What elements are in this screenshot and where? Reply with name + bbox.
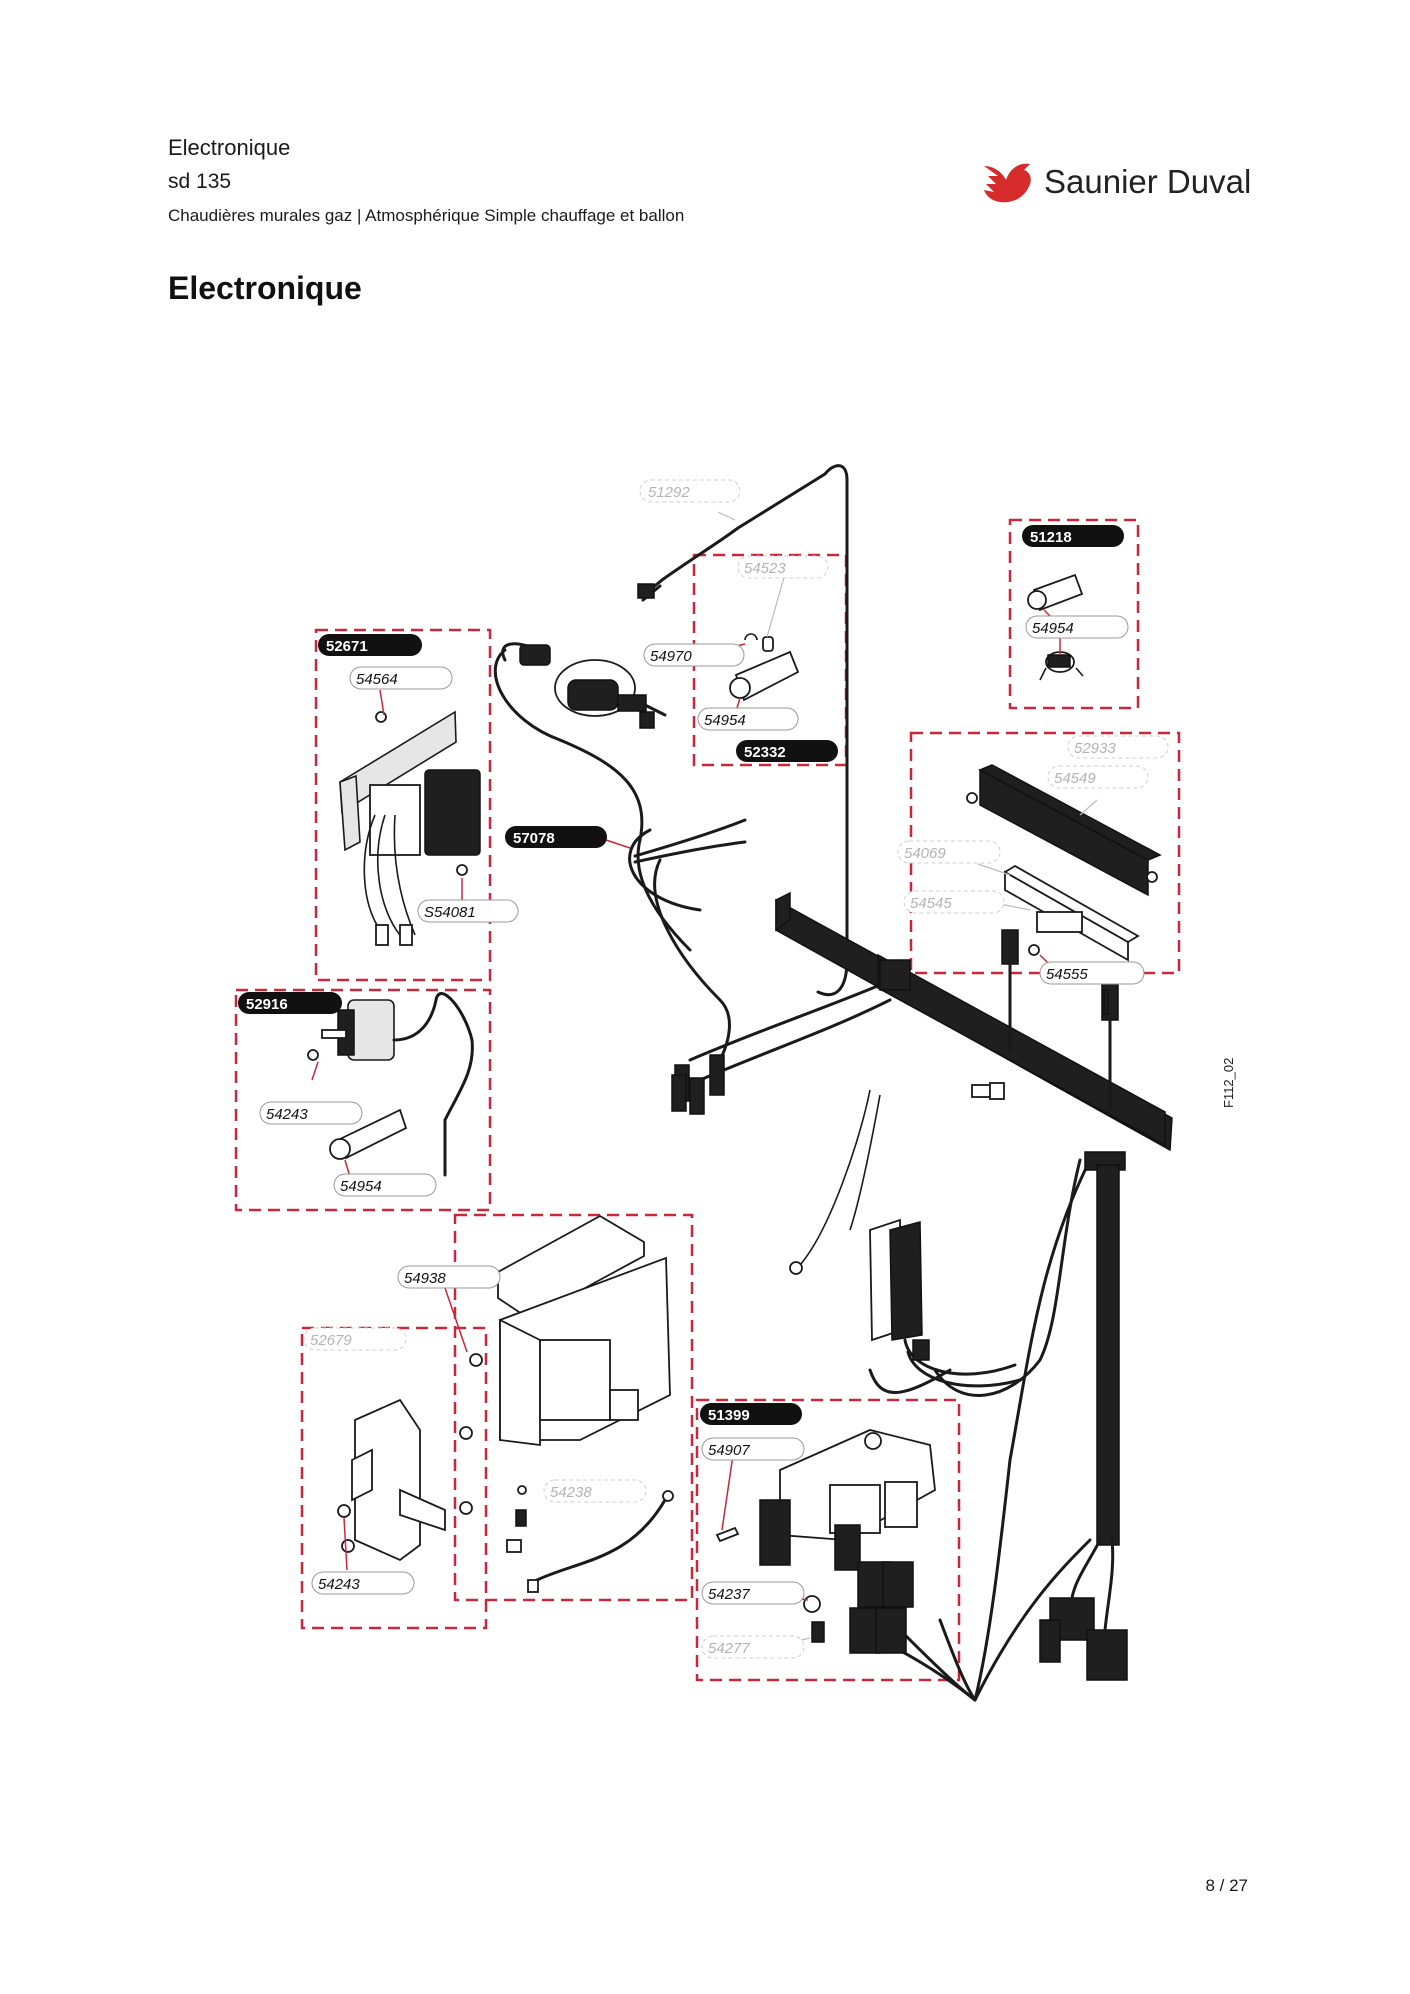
part-label-51218: 51218 xyxy=(1022,525,1124,547)
brand-logo: Saunier Duval xyxy=(980,158,1252,208)
svg-text:52933: 52933 xyxy=(1074,740,1116,757)
product-description: Chaudières murales gaz | Atmosphérique S… xyxy=(168,206,685,225)
svg-text:54243: 54243 xyxy=(266,1106,308,1123)
sensor-kit-51218 xyxy=(1027,573,1084,681)
figure-code: F112_02 xyxy=(1221,1058,1236,1108)
part-label-54238: 54238 xyxy=(543,1479,647,1503)
kit-frame-54938 xyxy=(453,1213,694,1602)
part-label-52671: 52671 xyxy=(318,634,422,656)
svg-text:54970: 54970 xyxy=(650,648,692,665)
part-label-57078: 57078 xyxy=(505,826,607,848)
svg-text:52916: 52916 xyxy=(246,996,288,1013)
part-label-54549: 54549 xyxy=(1047,765,1149,789)
brand-name: Saunier Duval xyxy=(1044,163,1252,200)
kit-frame-51218 xyxy=(1008,518,1140,710)
svg-text:54954: 54954 xyxy=(704,712,746,729)
part-label-S54081: S54081 xyxy=(417,899,519,923)
svg-text:52332: 52332 xyxy=(744,744,786,761)
svg-text:S54081: S54081 xyxy=(424,904,476,921)
part-label-52332: 52332 xyxy=(736,740,838,762)
part-label-54954-a: 54954 xyxy=(697,707,799,731)
part-label-52916: 52916 xyxy=(238,992,342,1014)
svg-text:54243: 54243 xyxy=(318,1576,360,1593)
svg-text:51292: 51292 xyxy=(648,484,690,501)
part-label-52679: 52679 xyxy=(303,1327,407,1351)
part-label-54938: 54938 xyxy=(397,1265,501,1289)
svg-text:54938: 54938 xyxy=(404,1270,446,1287)
kit-frame-52679 xyxy=(300,1326,488,1630)
part-label-54069: 54069 xyxy=(897,840,1001,864)
svg-text:54237: 54237 xyxy=(708,1586,750,1603)
part-label-51399: 51399 xyxy=(700,1403,802,1425)
page-number: 8 / 27 xyxy=(1205,1876,1248,1895)
part-label-54523: 54523 xyxy=(737,555,829,579)
svg-text:54549: 54549 xyxy=(1054,770,1096,787)
part-label-54545: 54545 xyxy=(903,890,1005,914)
ignition-module xyxy=(966,764,1162,1054)
sensor-paste-kit xyxy=(729,633,800,702)
safety-thermostat xyxy=(501,642,667,729)
part-label-54555: 54555 xyxy=(1039,961,1145,985)
svg-text:52679: 52679 xyxy=(310,1332,352,1349)
svg-text:54555: 54555 xyxy=(1046,966,1088,983)
document-title: Electronique xyxy=(168,135,291,160)
svg-text:54954: 54954 xyxy=(340,1178,382,1195)
switch-bracket xyxy=(337,1398,446,1562)
connector-block xyxy=(715,1429,936,1654)
svg-text:51218: 51218 xyxy=(1030,529,1072,546)
svg-text:52671: 52671 xyxy=(326,638,368,655)
part-label-54277: 54277 xyxy=(701,1635,805,1659)
model-name: sd 135 xyxy=(168,170,232,193)
svg-text:54907: 54907 xyxy=(708,1442,750,1459)
svg-text:57078: 57078 xyxy=(513,830,555,847)
lower-connectors xyxy=(671,1054,1128,1681)
part-label-54970: 54970 xyxy=(643,643,745,667)
part-label-54243-a: 54243 xyxy=(259,1101,363,1125)
svg-text:51399: 51399 xyxy=(708,1407,750,1424)
svg-text:54564: 54564 xyxy=(356,671,398,688)
svg-text:54238: 54238 xyxy=(550,1484,592,1501)
kit-frame-51399 xyxy=(695,1398,961,1682)
part-label-54954-b: 54954 xyxy=(1025,615,1129,639)
svg-text:54954: 54954 xyxy=(1032,620,1074,637)
part-label-54564: 54564 xyxy=(349,666,453,690)
part-label-51292: 51292 xyxy=(639,479,741,503)
part-label-54237: 54237 xyxy=(701,1581,805,1605)
svg-text:54277: 54277 xyxy=(708,1640,750,1657)
part-label-54954-c: 54954 xyxy=(333,1173,437,1197)
kit-frame-52916 xyxy=(234,988,492,1212)
svg-text:54545: 54545 xyxy=(910,895,952,912)
kit-frame-52671 xyxy=(314,628,492,982)
bird-logo-icon xyxy=(984,163,1031,203)
part-label-54243-b: 54243 xyxy=(311,1571,415,1595)
transformer-board xyxy=(339,710,481,946)
section-title: Electronique xyxy=(168,270,362,306)
wiring-harness xyxy=(493,464,1114,1702)
svg-text:54069: 54069 xyxy=(904,845,946,862)
control-box xyxy=(459,1214,674,1593)
part-label-54907: 54907 xyxy=(701,1437,805,1461)
svg-text:54523: 54523 xyxy=(744,560,786,577)
mounting-rail xyxy=(775,891,1173,1546)
part-label-52933: 52933 xyxy=(1067,735,1169,759)
motor-assembly xyxy=(307,992,474,1177)
